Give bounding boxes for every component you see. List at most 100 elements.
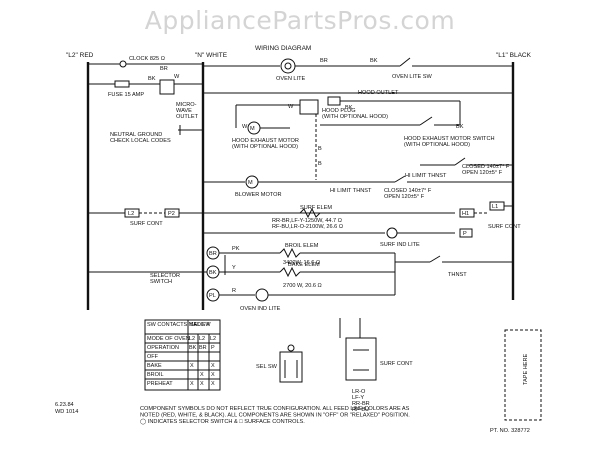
oven-lite-switch-symbol — [399, 57, 411, 67]
wire-br-lite: BR — [320, 58, 328, 64]
table-row-mark: X — [211, 363, 215, 369]
n-white-label: "N" WHITE — [195, 52, 228, 59]
sel-sw-label: SEL SW — [256, 364, 278, 370]
hood-motor-label: HOOD EXHAUST MOTOR(WITH OPTIONAL HOOD) — [232, 138, 299, 150]
table-row-mode: BROIL — [147, 372, 164, 378]
table-row-mark: X — [190, 381, 194, 387]
tape-here-box — [504, 329, 542, 421]
term-p2: P2 — [168, 211, 175, 217]
table-row-mark: X — [200, 372, 204, 378]
thnst-label: THNST — [448, 272, 467, 278]
bake-elem-symbol — [279, 266, 301, 278]
surf-cont-right-label: SURF CONT — [488, 224, 521, 230]
oven-ind-lite-label: OVEN IND LITE — [240, 306, 281, 312]
broil-elem-label: BROIL ELEM — [285, 243, 319, 249]
table-op-p: P — [211, 345, 215, 351]
sel-sw-detail — [279, 351, 303, 383]
hood-plug-symbol — [299, 99, 319, 115]
surf-elem-symbol — [299, 207, 321, 219]
diagram-title: WIRING DIAGRAM — [255, 45, 311, 52]
hood-motor-switch-symbol — [419, 116, 433, 126]
table-header-contacts: SW CONTACTS MADE X — [147, 322, 210, 328]
upper-hi-limit-symbol — [454, 157, 466, 166]
term-l1: L1 — [492, 204, 498, 210]
table-row-mark: X — [200, 381, 204, 387]
table-row-mark: X — [190, 363, 194, 369]
term-bk: BK — [209, 270, 217, 276]
broil-spec-label: 3400W, 16.6 Ω — [283, 260, 320, 266]
wire-bk-fuse: BK — [148, 76, 156, 82]
oven-lite-sw-label: OVEN LITE SW — [392, 74, 433, 80]
hood-motor-m: M — [250, 126, 255, 132]
wire-bk-lite: BK — [370, 58, 378, 64]
table-op-br: BR — [199, 345, 207, 351]
surf-elem-label: SURF ELEM — [300, 205, 332, 211]
oven-ind-lite-icon — [255, 288, 269, 302]
oven-thermostat-symbol — [429, 255, 441, 263]
hood-motor-switch-label: HOOD EXHAUST MOTOR SWITCH(WITH OPTIONAL … — [404, 136, 495, 148]
surf-cont-detail — [345, 337, 377, 381]
table-row-mode: OFF — [147, 354, 159, 360]
wire-pk: PK — [232, 246, 240, 252]
surf-cont-detail-label: SURF CONT — [380, 361, 413, 367]
oven-lite-bulb-icon — [280, 58, 296, 74]
bake-spec-label: 2700 W, 20.6 Ω — [283, 283, 322, 289]
l1-black-label: "L1" BLACK — [496, 52, 532, 59]
lower-hi-limit-symbol — [394, 175, 406, 183]
table-mode-l2c: L2 — [210, 336, 216, 342]
blower-motor-m: M — [248, 180, 253, 186]
table-header-sel: SEL SW — [190, 322, 211, 328]
surf-ind-lite-icon — [386, 227, 398, 239]
tape-here-label: TAPE HERE — [523, 353, 529, 385]
table-mode-label: MODE OF OVEN — [147, 336, 190, 342]
blower-motor-label: BLOWER MOTOR — [235, 192, 282, 198]
fuse-symbol — [114, 80, 130, 88]
surf-ind-lite-label: SURF IND LITE — [380, 242, 420, 248]
broil-elem-symbol — [279, 247, 301, 259]
table-row-mode: PREHEAT — [147, 381, 173, 387]
wire-w-mw: W — [174, 74, 180, 80]
oven-lite-label: OVEN LITE — [276, 76, 305, 82]
term-h1: H1 — [462, 211, 469, 217]
wire-r-ind: R — [232, 288, 236, 294]
term-l2: L2 — [128, 211, 134, 217]
hood-outlet-label: HOOD OUTLET — [358, 90, 399, 96]
component-note: COMPONENT SYMBOLS DO NOT REFLECT TRUE CO… — [140, 406, 411, 425]
clock-symbol — [119, 60, 127, 68]
wire-b-hood: B — [318, 146, 322, 152]
term-br: BR — [209, 251, 217, 257]
table-row-mode: BAKE — [147, 363, 162, 369]
bake-elem-label: BAKE ELEM — [288, 262, 320, 268]
watermark: AppliancePartsPros.com — [144, 6, 456, 35]
hood-outlet-symbol — [327, 96, 341, 106]
table-mode-l2a: L2 — [189, 336, 195, 342]
wire-y-bake: Y — [232, 265, 236, 271]
table-mode-l2b: L2 — [199, 336, 205, 342]
table-op-label: OPERATION — [147, 345, 179, 351]
hood-plug-label: HOOD PLUG(WITH OPTIONAL HOOD) — [322, 108, 388, 120]
term-p: P — [463, 231, 467, 237]
microwave-outlet-symbol — [159, 79, 175, 95]
wire-w-hood: W — [288, 104, 294, 110]
wire-bk-hood: BK — [345, 105, 353, 111]
table-op-bk: BK — [189, 345, 197, 351]
wire-b-hood2: B — [318, 161, 322, 167]
table-row-mark: X — [211, 381, 215, 387]
switch-contact-table: SW CONTACTS MADE X SEL SW MODE OF OVEN L… — [144, 319, 221, 391]
wire-bk-hood2: BK — [456, 124, 464, 130]
term-pl: PL — [209, 293, 216, 299]
wire-w-hood2: W — [242, 124, 248, 130]
upper-hi-limit-label: HI LIMIT THNST — [405, 173, 447, 179]
part-number: PT. NO. 328772 — [490, 428, 530, 434]
wire-br-clock: BR — [160, 66, 168, 72]
lower-hi-limit-label: HI LIMIT THNST — [330, 188, 372, 194]
